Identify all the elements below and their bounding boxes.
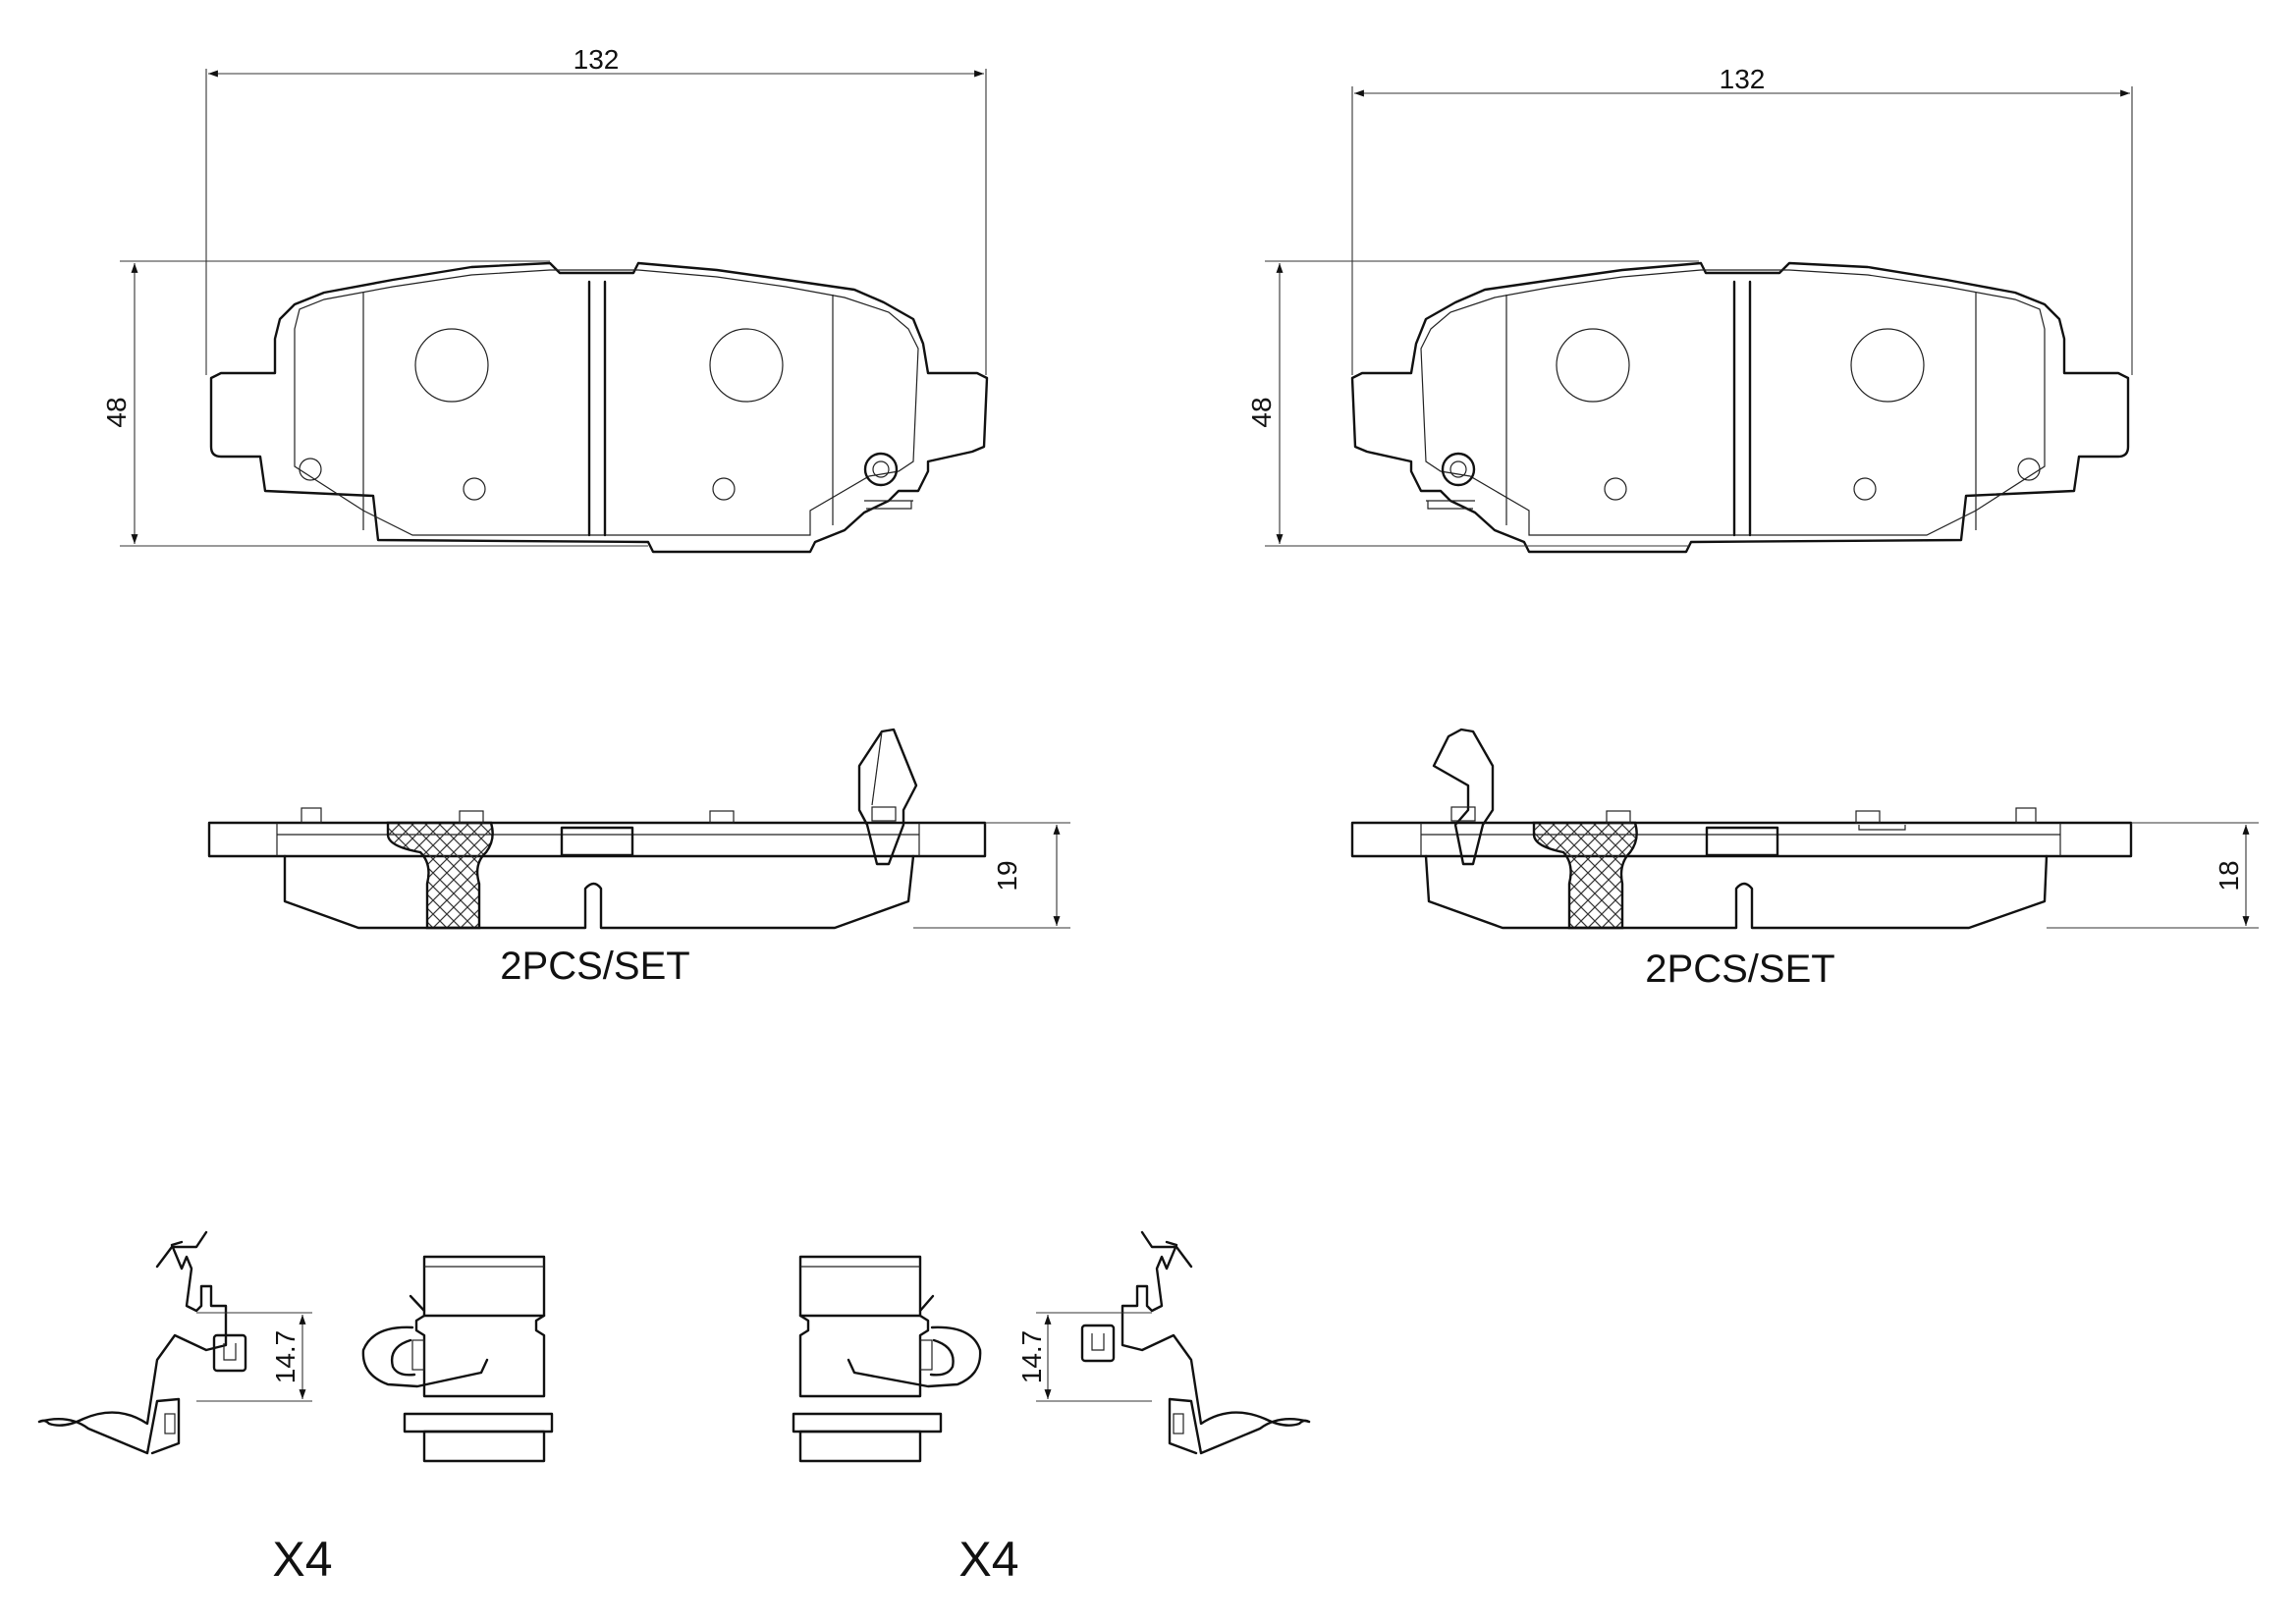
right-clip-rivet xyxy=(1173,1413,1184,1434)
left-clip-rivet xyxy=(164,1413,176,1434)
right-side-tab-3 xyxy=(2015,807,2037,824)
left-clip-spring-profile xyxy=(37,1240,228,1427)
left-pad-hole-large-1 xyxy=(414,328,489,403)
left-side-tab-3 xyxy=(709,810,735,824)
left-set-label: 2PCS/SET xyxy=(500,945,689,988)
right-pad-wear-sensor-hole xyxy=(1449,460,1467,478)
left-clip-dim-value: 14.7 xyxy=(270,1330,301,1384)
right-clip-front-base xyxy=(792,1412,943,1434)
right-pad-hole-small-1 xyxy=(1853,477,1877,501)
right-clip-group: 14.7 X4 xyxy=(792,1230,1311,1587)
right-clip-front-top-block xyxy=(798,1255,922,1318)
left-pad-dimensions: 132 48 xyxy=(101,44,987,547)
left-clip-front-body xyxy=(414,1314,546,1398)
right-clip-dim-value: 14.7 xyxy=(1016,1330,1047,1384)
right-clip-tab-slot xyxy=(1091,1333,1105,1351)
right-side-tab-1 xyxy=(1606,810,1631,824)
right-clip-front-spring-loop xyxy=(847,1325,982,1388)
left-side-center-block xyxy=(560,826,634,857)
left-clip-tab-slot xyxy=(223,1343,237,1361)
right-clip-spring-arm xyxy=(1168,1397,1311,1455)
left-side-center-rib-hatched xyxy=(386,821,494,930)
right-side-friction-material xyxy=(1424,854,2049,930)
right-side-shim-pocket xyxy=(1858,825,1906,831)
right-side-tab-2 xyxy=(1855,810,1881,824)
right-clip-front-pin xyxy=(919,1339,933,1371)
left-pad-hole-large-2 xyxy=(709,328,784,403)
left-side-tab-1 xyxy=(301,807,322,824)
right-height-value: 48 xyxy=(1246,397,1277,427)
right-clip-front-spring-loop-inner xyxy=(929,1338,955,1377)
left-clip-front-bottom-block xyxy=(422,1430,546,1463)
right-pad-backing-plate xyxy=(1350,261,2130,554)
right-pad-hole-large-1 xyxy=(1850,328,1925,403)
right-clip-front-hook xyxy=(918,1294,935,1313)
left-pad-wear-sensor-ring xyxy=(863,452,899,487)
left-clip-top-hook xyxy=(155,1230,208,1269)
right-side-wear-sensor-clip xyxy=(1450,806,1476,822)
right-clip-front-bottom-block xyxy=(798,1430,922,1463)
right-pad-dimensions: 132 48 xyxy=(1246,64,2133,547)
right-side-center-rib-hatched xyxy=(1532,821,1638,930)
right-clip-tab xyxy=(1080,1324,1116,1363)
left-pad-hole-small-1 xyxy=(463,477,486,501)
left-clip-tab xyxy=(212,1333,247,1373)
left-pad-wear-sensor-hole xyxy=(872,460,890,478)
right-clip-top-hook xyxy=(1140,1230,1193,1269)
left-thickness-value: 19 xyxy=(992,860,1022,891)
right-side-wear-sensor xyxy=(1432,728,1495,866)
right-pad-hole-large-2 xyxy=(1556,328,1630,403)
left-side-wear-sensor-clip xyxy=(871,806,897,822)
right-side-center-block xyxy=(1705,826,1779,857)
left-side-wear-sensor xyxy=(857,728,918,866)
right-pad-hole-small-2 xyxy=(1604,477,1627,501)
right-set-label: 2PCS/SET xyxy=(1645,947,1834,991)
right-thickness-value: 18 xyxy=(2214,860,2244,891)
left-clip-group: 14.7 X4 xyxy=(37,1230,554,1587)
left-side-tab-2 xyxy=(459,810,484,824)
left-clip-quantity: X4 xyxy=(272,1532,332,1587)
right-pad-side-view: 18 2PCS/SET xyxy=(1350,728,2259,991)
right-pad-wear-sensor-ring xyxy=(1441,452,1476,487)
left-clip-spring-arm xyxy=(37,1397,181,1455)
left-pad-backing-plate xyxy=(209,261,989,554)
right-pad-front-view xyxy=(1350,261,2130,554)
left-pad-hole-corner xyxy=(299,458,322,481)
right-clip-front-body xyxy=(798,1314,930,1398)
left-width-value: 132 xyxy=(574,44,620,75)
right-clip-spring-profile xyxy=(1121,1240,1311,1427)
left-pad-front-view xyxy=(209,261,989,554)
left-clip-front-spring-loop xyxy=(361,1325,489,1388)
left-height-value: 48 xyxy=(101,397,132,427)
left-side-friction-material xyxy=(283,854,915,930)
left-pad-hole-small-2 xyxy=(712,477,736,501)
left-clip-front-pin xyxy=(411,1339,425,1371)
right-pad-hole-corner xyxy=(2017,458,2041,481)
left-clip-front-spring-loop-inner xyxy=(390,1338,416,1377)
left-clip-front-top-block xyxy=(422,1255,546,1318)
right-clip-quantity: X4 xyxy=(958,1532,1018,1587)
right-pad-wear-sensor-wire xyxy=(1426,500,1475,510)
left-pad-friction-outline xyxy=(294,269,919,536)
right-width-value: 132 xyxy=(1720,64,1766,94)
left-pad-wear-sensor-wire xyxy=(864,500,913,510)
left-pad-side-view: 19 2PCS/SET xyxy=(207,728,1070,988)
left-clip-front-base xyxy=(403,1412,554,1434)
left-side-sensor-edge xyxy=(871,730,883,806)
right-pad-friction-outline xyxy=(1420,269,2046,536)
left-clip-front-hook xyxy=(409,1294,426,1313)
